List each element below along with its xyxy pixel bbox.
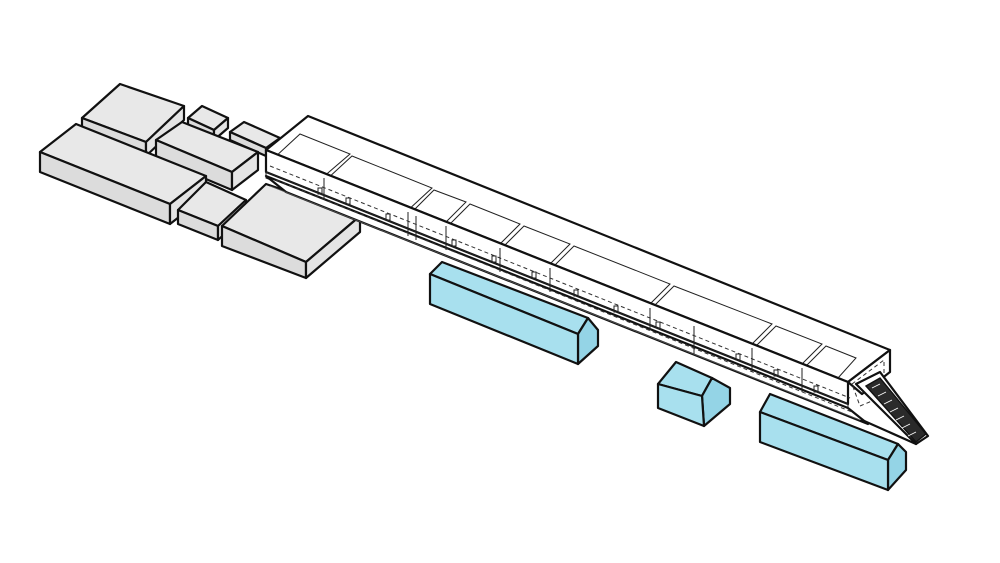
hall-window-markers [317, 187, 819, 393]
long-hall-building [264, 114, 892, 426]
hall-bay-lines [323, 178, 803, 392]
proposed-building-right [758, 392, 908, 492]
existing-building-middle [154, 120, 260, 192]
existing-buildings-cluster [38, 82, 362, 280]
ramp [854, 370, 930, 446]
proposed-buildings [428, 260, 908, 492]
existing-building-back-right [228, 120, 282, 158]
proposed-building-middle [656, 360, 732, 428]
existing-building-front-right [220, 182, 362, 280]
proposed-building-left [428, 260, 600, 366]
